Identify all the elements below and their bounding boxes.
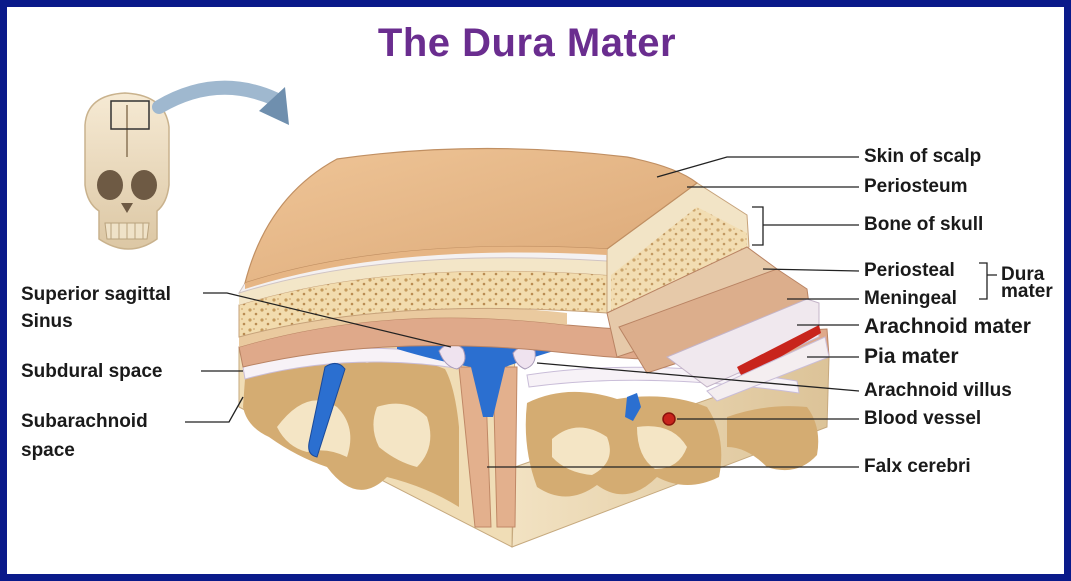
label-periosteal: Periosteal [864, 260, 955, 282]
label-subdural-space: Subdural space [21, 361, 163, 383]
label-superior-sagittal: Superior sagittal [21, 284, 171, 306]
label-arachnoid-mater: Arachnoid mater [864, 316, 1031, 338]
label-mater: mater [1001, 283, 1053, 300]
slide: The Dura Mater [7, 7, 1064, 574]
label-sinus: Sinus [21, 311, 73, 333]
label-skin-of-scalp: Skin of scalp [864, 146, 981, 168]
skull-thumbnail [85, 93, 169, 249]
label-subarachnoid: Subarachnoid [21, 411, 148, 433]
label-bone-of-skull: Bone of skull [864, 214, 983, 236]
label-periosteum: Periosteum [864, 176, 967, 198]
label-space: space [21, 440, 75, 462]
label-meningeal: Meningeal [864, 288, 957, 310]
label-blood-vessel: Blood vessel [864, 408, 981, 430]
label-falx-cerebri: Falx cerebri [864, 456, 971, 478]
pointer-arrow-icon [159, 88, 275, 107]
label-pia-mater: Pia mater [864, 346, 959, 368]
label-arachnoid-villus: Arachnoid villus [864, 380, 1012, 402]
